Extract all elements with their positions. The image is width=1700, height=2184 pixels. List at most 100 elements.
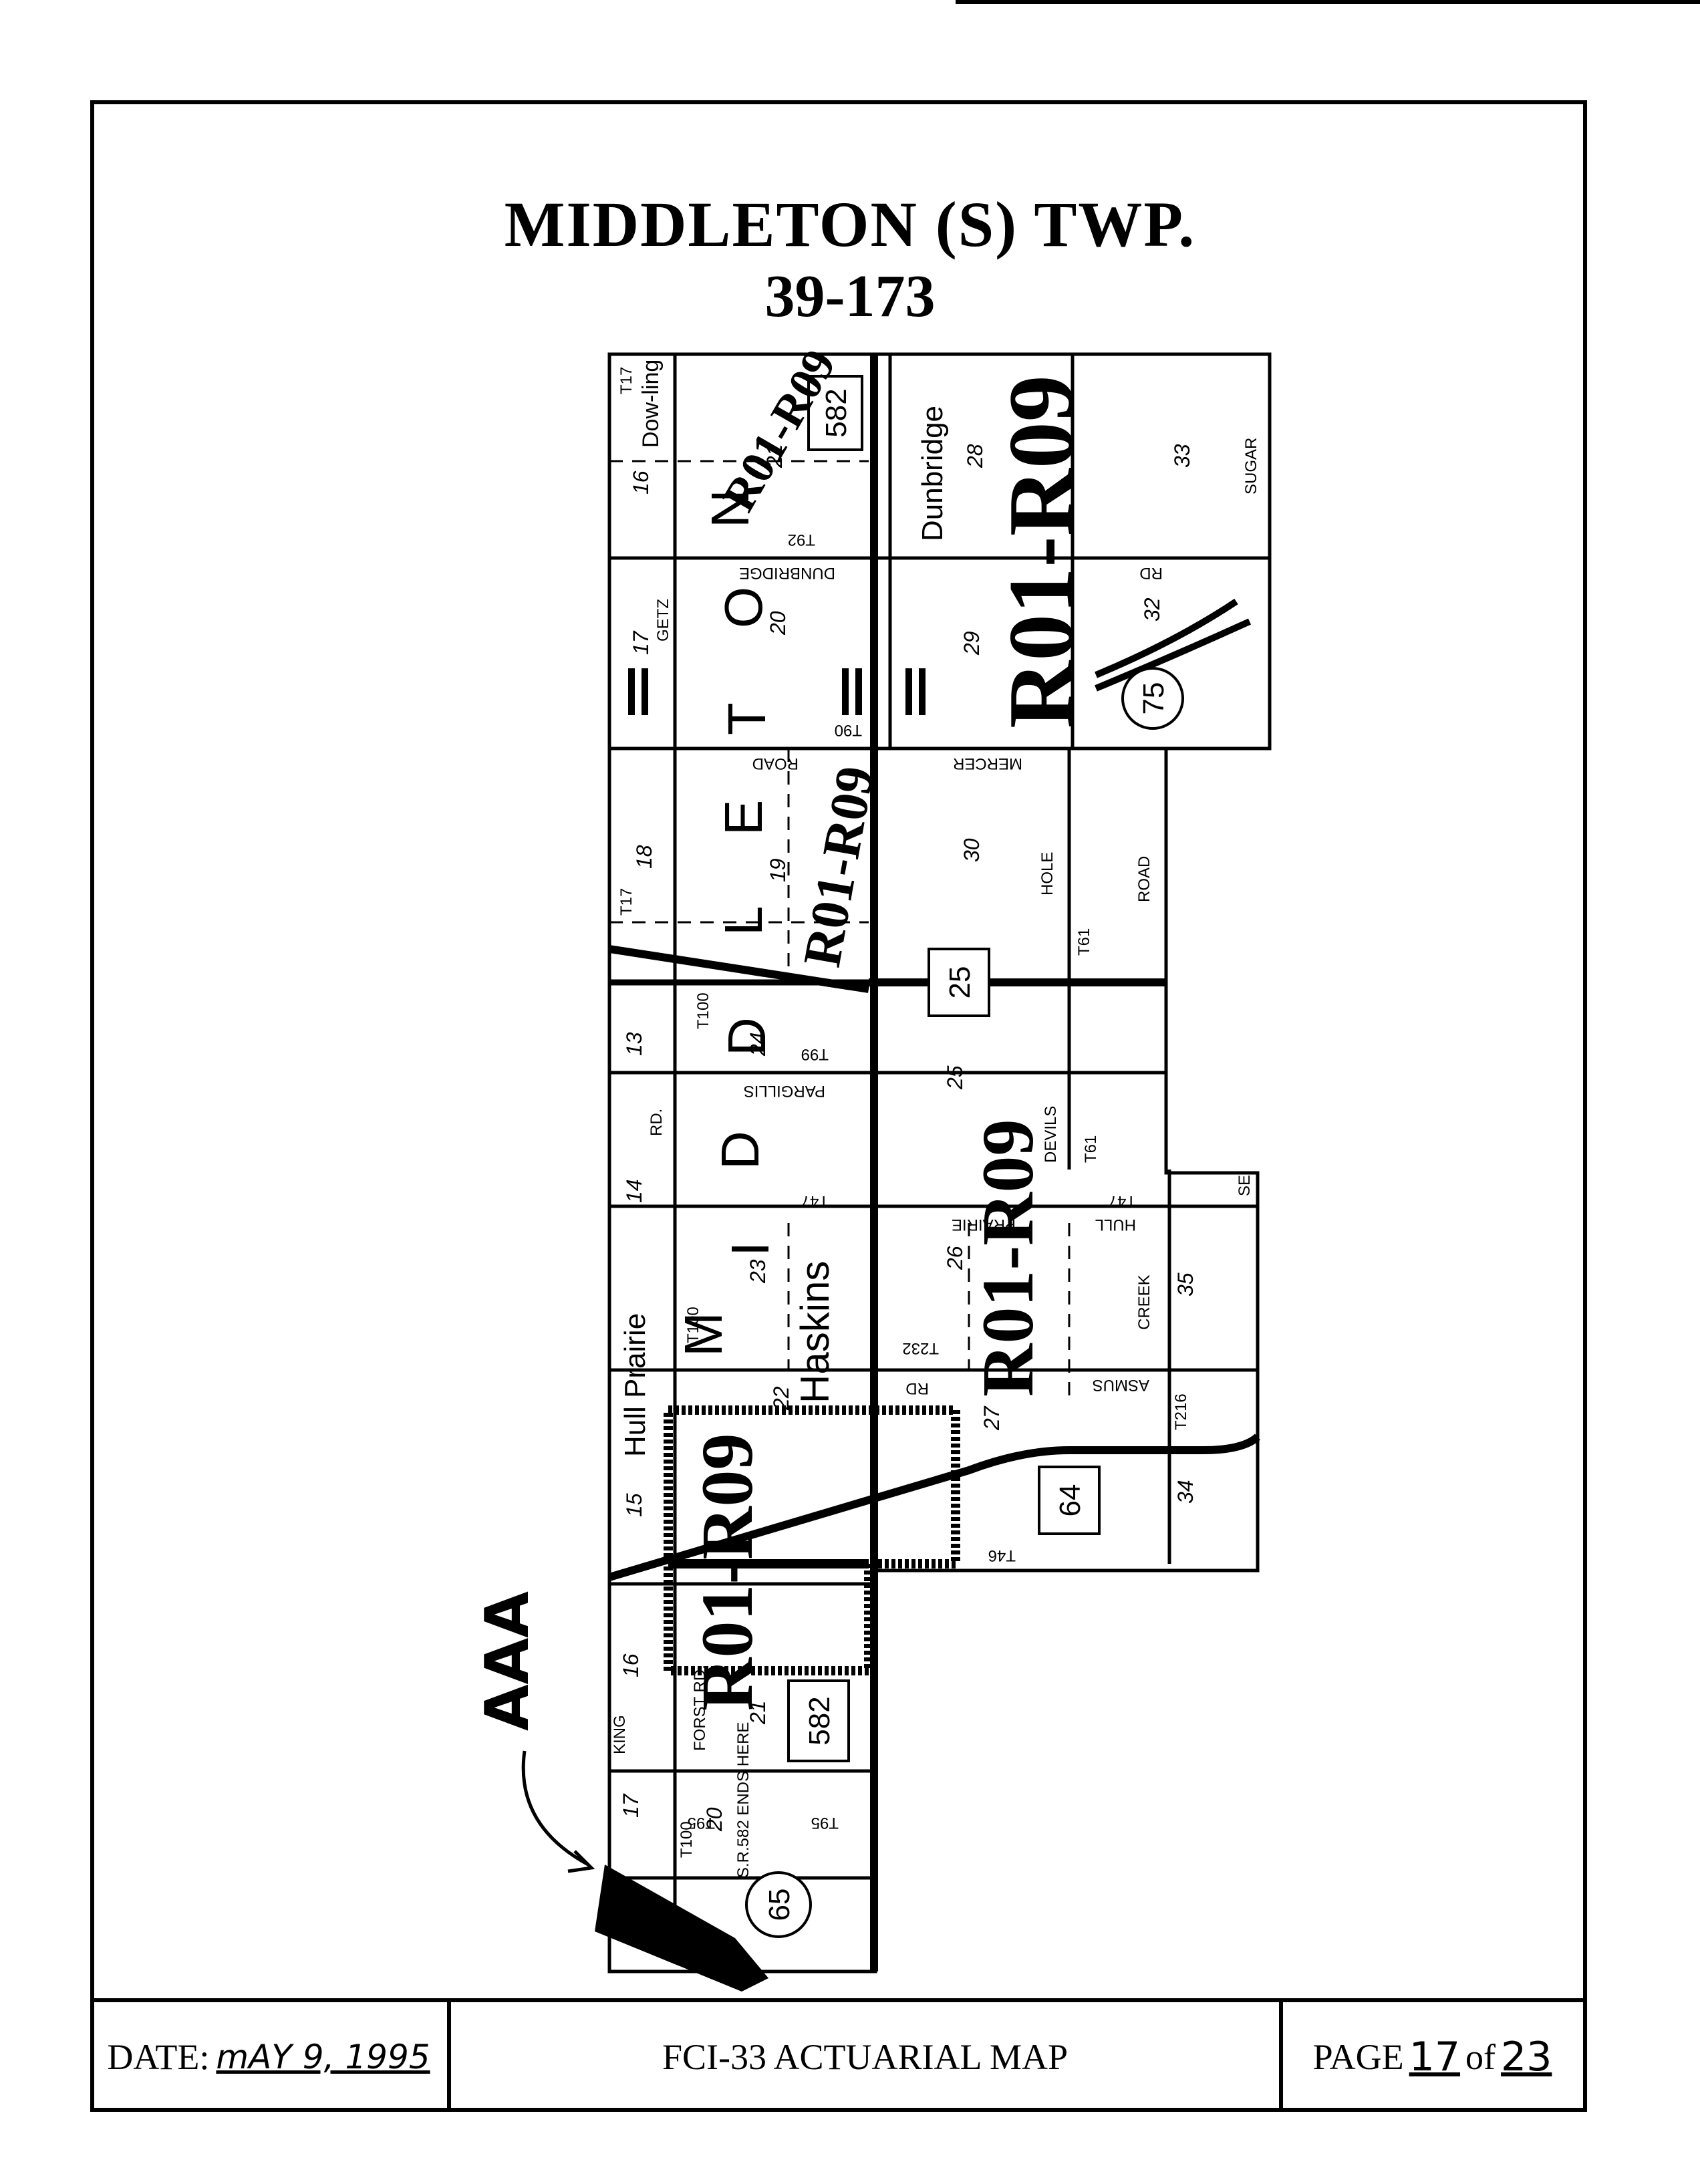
road-t216: T216 <box>1172 1393 1190 1430</box>
section-21a: 21 <box>762 444 787 468</box>
section-30: 30 <box>960 838 984 862</box>
road-t17-mid: T17 <box>617 888 635 916</box>
zone-label-2: R01-R09 <box>990 375 1093 728</box>
section-20b: 20 <box>702 1807 726 1832</box>
road-pargillis: PARGILLIS <box>744 1082 825 1100</box>
road-prairie: PRAIRIE <box>952 1216 1016 1234</box>
road-asmus: ASMUS <box>1093 1376 1149 1394</box>
route-64: 64 <box>1054 1484 1087 1517</box>
road-t46: T46 <box>988 1546 1016 1564</box>
road-forst-rd: FORST RD. <box>691 1665 709 1751</box>
letter-l: L <box>714 906 773 936</box>
page-number: 17 <box>1409 2034 1461 2080</box>
road-t47-west: T47 <box>801 1192 829 1210</box>
route-582-north: 582 <box>820 388 853 437</box>
river-blot <box>595 1865 768 1992</box>
section-17a: 17 <box>629 630 653 655</box>
road-t95-west: T95 <box>688 1814 715 1832</box>
road-rd-27: RD <box>905 1379 929 1397</box>
section-20a: 20 <box>766 611 790 636</box>
road-king: KING <box>611 1715 629 1754</box>
letter-i: I <box>720 1242 780 1256</box>
letter-m: M <box>674 1312 733 1357</box>
section-21b: 21 <box>746 1700 770 1725</box>
road-t100-far-south: T100 <box>678 1821 696 1858</box>
road-t99: T99 <box>801 1045 829 1063</box>
section-19: 19 <box>766 858 790 882</box>
section-29: 29 <box>960 631 984 656</box>
date-value: mAY 9, 1995 <box>216 2038 430 2076</box>
road-rd: RD. <box>648 1109 666 1136</box>
road-t92: T92 <box>788 531 815 549</box>
section-22: 22 <box>769 1386 793 1411</box>
place-hull-prairie: Hull Prairie <box>619 1313 652 1457</box>
section-28: 28 <box>963 444 987 468</box>
road-t61-north: T61 <box>1075 928 1093 956</box>
road-road-north: ROAD <box>752 755 799 773</box>
section-34: 34 <box>1173 1480 1197 1504</box>
map-title: FCI-33 ACTUARIAL MAP <box>662 2037 1069 2077</box>
route-75: 75 <box>1137 682 1170 715</box>
letter-d1: D <box>710 1131 770 1170</box>
township-code: 39-173 <box>764 263 936 329</box>
road-devils: DEVILS <box>1042 1106 1060 1163</box>
road-road-east: ROAD <box>1135 856 1153 902</box>
section-27: 27 <box>980 1405 1004 1431</box>
section-32: 32 <box>1140 597 1164 622</box>
letter-n: N <box>700 489 760 528</box>
road-mercer: MERCER <box>953 755 1022 773</box>
road-creek: CREEK <box>1135 1274 1153 1330</box>
place-dowling: Dow-ling <box>638 360 664 448</box>
section-33: 33 <box>1170 444 1194 468</box>
place-dunbridge: Dunbridge <box>916 406 949 541</box>
section-13: 13 <box>622 1032 646 1056</box>
page-total: 23 <box>1501 2034 1552 2080</box>
road-t17-north: T17 <box>617 367 635 394</box>
road-rd-32: RD <box>1139 564 1163 582</box>
letter-d2: D <box>717 1017 776 1056</box>
road-hole: HOLE <box>1038 852 1056 896</box>
road-t95-east: T95 <box>811 1814 839 1832</box>
section-16a: 16 <box>629 470 653 495</box>
township-title: MIDDLETON (S) TWP. <box>504 188 1196 260</box>
road-sugar: SUGAR <box>1242 438 1260 495</box>
road-se: SE <box>1236 1175 1254 1196</box>
township-boundary <box>607 352 1272 1973</box>
date-cell: DATE: mAY 9, 1995 <box>90 2002 451 2112</box>
place-haskins: Haskins <box>793 1261 837 1403</box>
route-65: 65 <box>763 1889 796 1921</box>
road-t100-north: T100 <box>694 992 712 1029</box>
section-23: 23 <box>746 1259 770 1284</box>
page-top-rule <box>956 0 1700 4</box>
section-18: 18 <box>632 845 656 869</box>
zone-label-4: R01-R09 <box>967 1119 1048 1397</box>
letter-t: T <box>717 702 776 735</box>
road-t47-east: T47 <box>1109 1192 1136 1210</box>
road-dunbridge: DUNBRIDGE <box>739 564 835 582</box>
route-25: 25 <box>944 966 976 999</box>
letter-e: E <box>714 800 773 835</box>
section-24: 24 <box>746 1032 770 1057</box>
section-35: 35 <box>1173 1272 1197 1296</box>
footer: DATE: mAY 9, 1995 FCI-33 ACTUARIAL MAP P… <box>90 1998 1587 2112</box>
road-t90: T90 <box>835 721 862 739</box>
road-hull: HULL <box>1095 1216 1136 1234</box>
road-getz: GETZ <box>654 599 672 642</box>
page-of: of <box>1465 2037 1496 2077</box>
section-15: 15 <box>622 1493 646 1517</box>
zone-label-5: R01-R09 <box>686 1433 768 1711</box>
section-26: 26 <box>943 1246 967 1270</box>
page-cell: PAGE 17 of 23 <box>1283 2002 1587 2112</box>
road-t61-south: T61 <box>1082 1135 1100 1163</box>
road-t232: T232 <box>902 1339 939 1357</box>
section-25: 25 <box>943 1065 967 1090</box>
place-sr582-ends: S.R.582 ENDS HERE <box>734 1722 752 1878</box>
route-582-south: 582 <box>803 1696 836 1745</box>
section-14: 14 <box>622 1179 646 1203</box>
section-16b: 16 <box>619 1653 643 1677</box>
aaa-label: AAA <box>472 1591 543 1731</box>
map-title-cell: FCI-33 ACTUARIAL MAP <box>451 2002 1283 2112</box>
map-frame <box>90 100 1587 2112</box>
date-label: DATE: <box>107 2037 210 2077</box>
